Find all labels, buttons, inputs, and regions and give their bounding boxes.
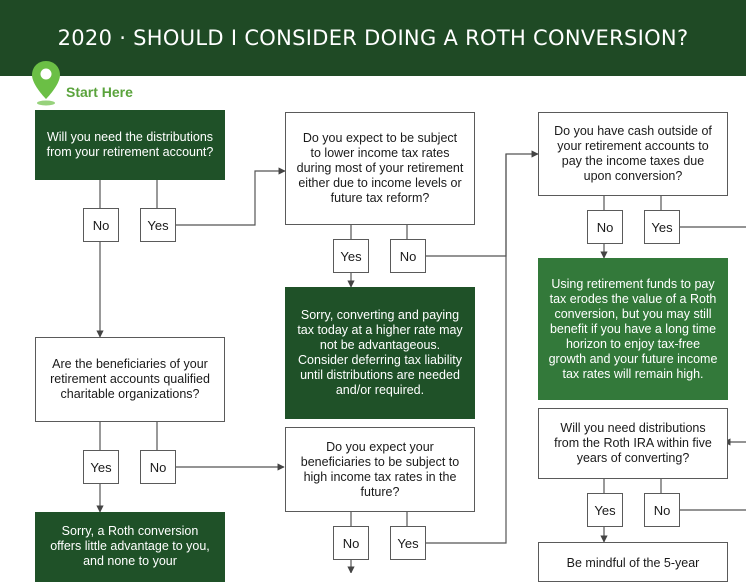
header-banner: 2020 · SHOULD I CONSIDER DOING A ROTH CO… bbox=[0, 0, 746, 76]
question-five-years: Will you need distributions from the Rot… bbox=[538, 408, 728, 479]
answer-yes: Yes bbox=[333, 239, 369, 273]
answer-no: No bbox=[390, 239, 426, 273]
answer-yes: Yes bbox=[644, 210, 680, 244]
result-mindful: Be mindful of the 5-year bbox=[538, 542, 728, 582]
answer-no: No bbox=[587, 210, 623, 244]
connector bbox=[424, 154, 507, 544]
answer-yes: Yes bbox=[390, 526, 426, 560]
answer-no: No bbox=[140, 450, 176, 484]
result-sorry-converting: Sorry, converting and paying tax today a… bbox=[285, 287, 475, 419]
answer-no: No bbox=[83, 208, 119, 242]
question-beneficiaries: Are the beneficiaries of your retirement… bbox=[35, 337, 225, 422]
question-cash-outside: Do you have cash outside of your retirem… bbox=[538, 112, 728, 196]
start-label: Start Here bbox=[66, 84, 133, 100]
answer-no: No bbox=[333, 526, 369, 560]
answer-no: No bbox=[644, 493, 680, 527]
connector bbox=[176, 167, 286, 226]
result-using-funds: Using retirement funds to pay tax erodes… bbox=[538, 258, 728, 400]
question-beneficiaries-high-tax: Do you expect your beneficiaries to be s… bbox=[285, 427, 475, 512]
result-sorry-roth: Sorry, a Roth conversion offers little a… bbox=[35, 512, 225, 582]
page-title: 2020 · SHOULD I CONSIDER DOING A ROTH CO… bbox=[57, 26, 689, 50]
answer-yes: Yes bbox=[140, 208, 176, 242]
answer-yes: Yes bbox=[587, 493, 623, 527]
location-pin-icon bbox=[32, 61, 60, 106]
question-distributions: Will you need the distributions from you… bbox=[35, 110, 225, 180]
question-lower-tax: Do you expect to be subject to lower inc… bbox=[285, 112, 475, 225]
answer-yes: Yes bbox=[83, 450, 119, 484]
